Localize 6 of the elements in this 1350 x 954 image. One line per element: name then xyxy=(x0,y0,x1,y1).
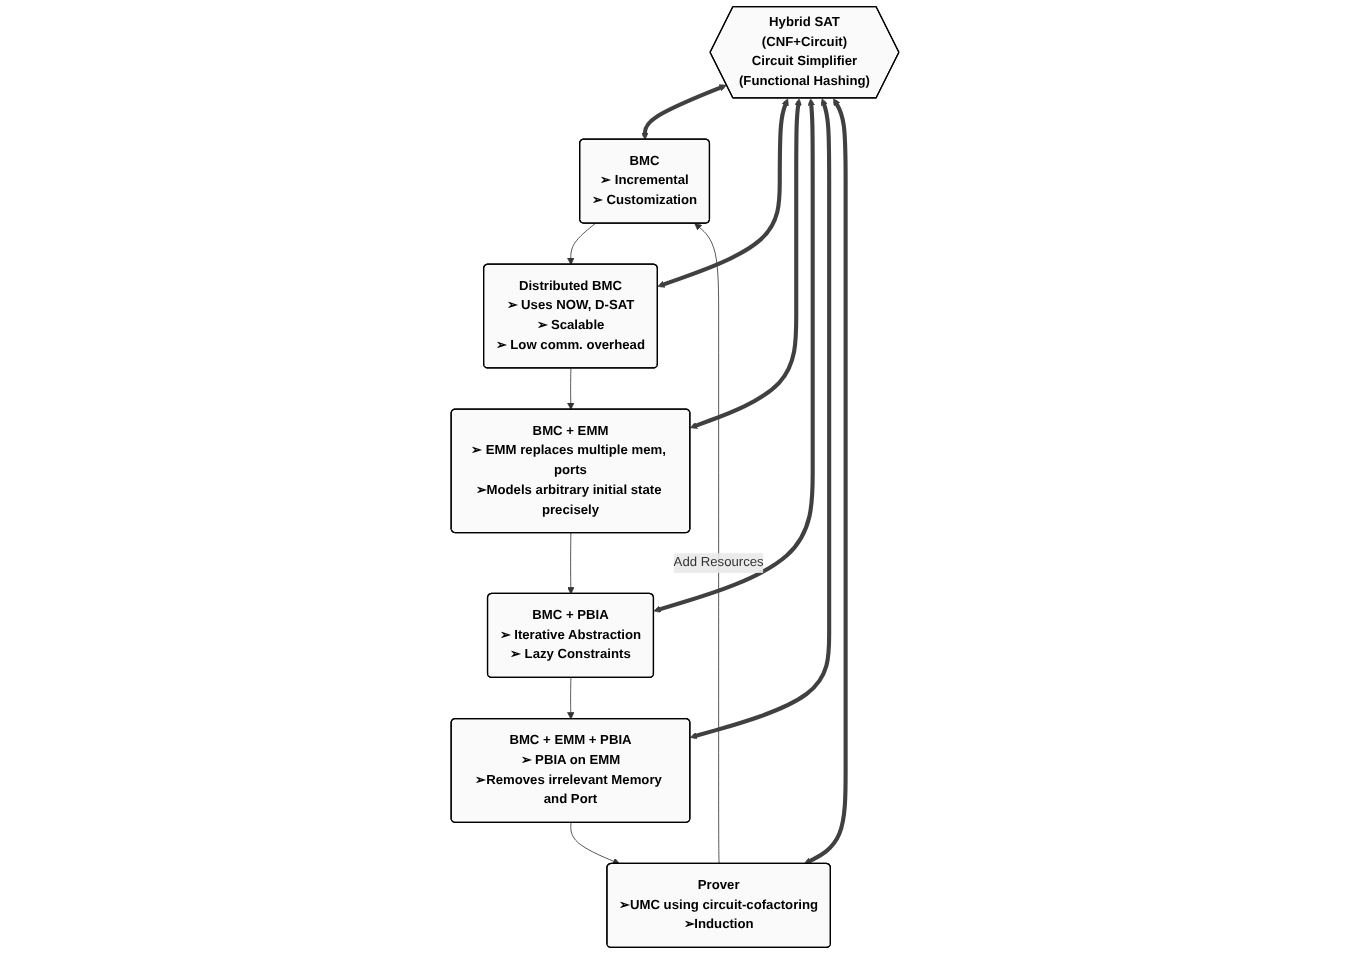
arrow xyxy=(653,98,815,613)
arrow xyxy=(803,98,848,865)
arrow xyxy=(689,98,832,740)
arrow xyxy=(689,98,802,429)
arrow xyxy=(641,84,727,140)
arrow xyxy=(657,98,789,288)
